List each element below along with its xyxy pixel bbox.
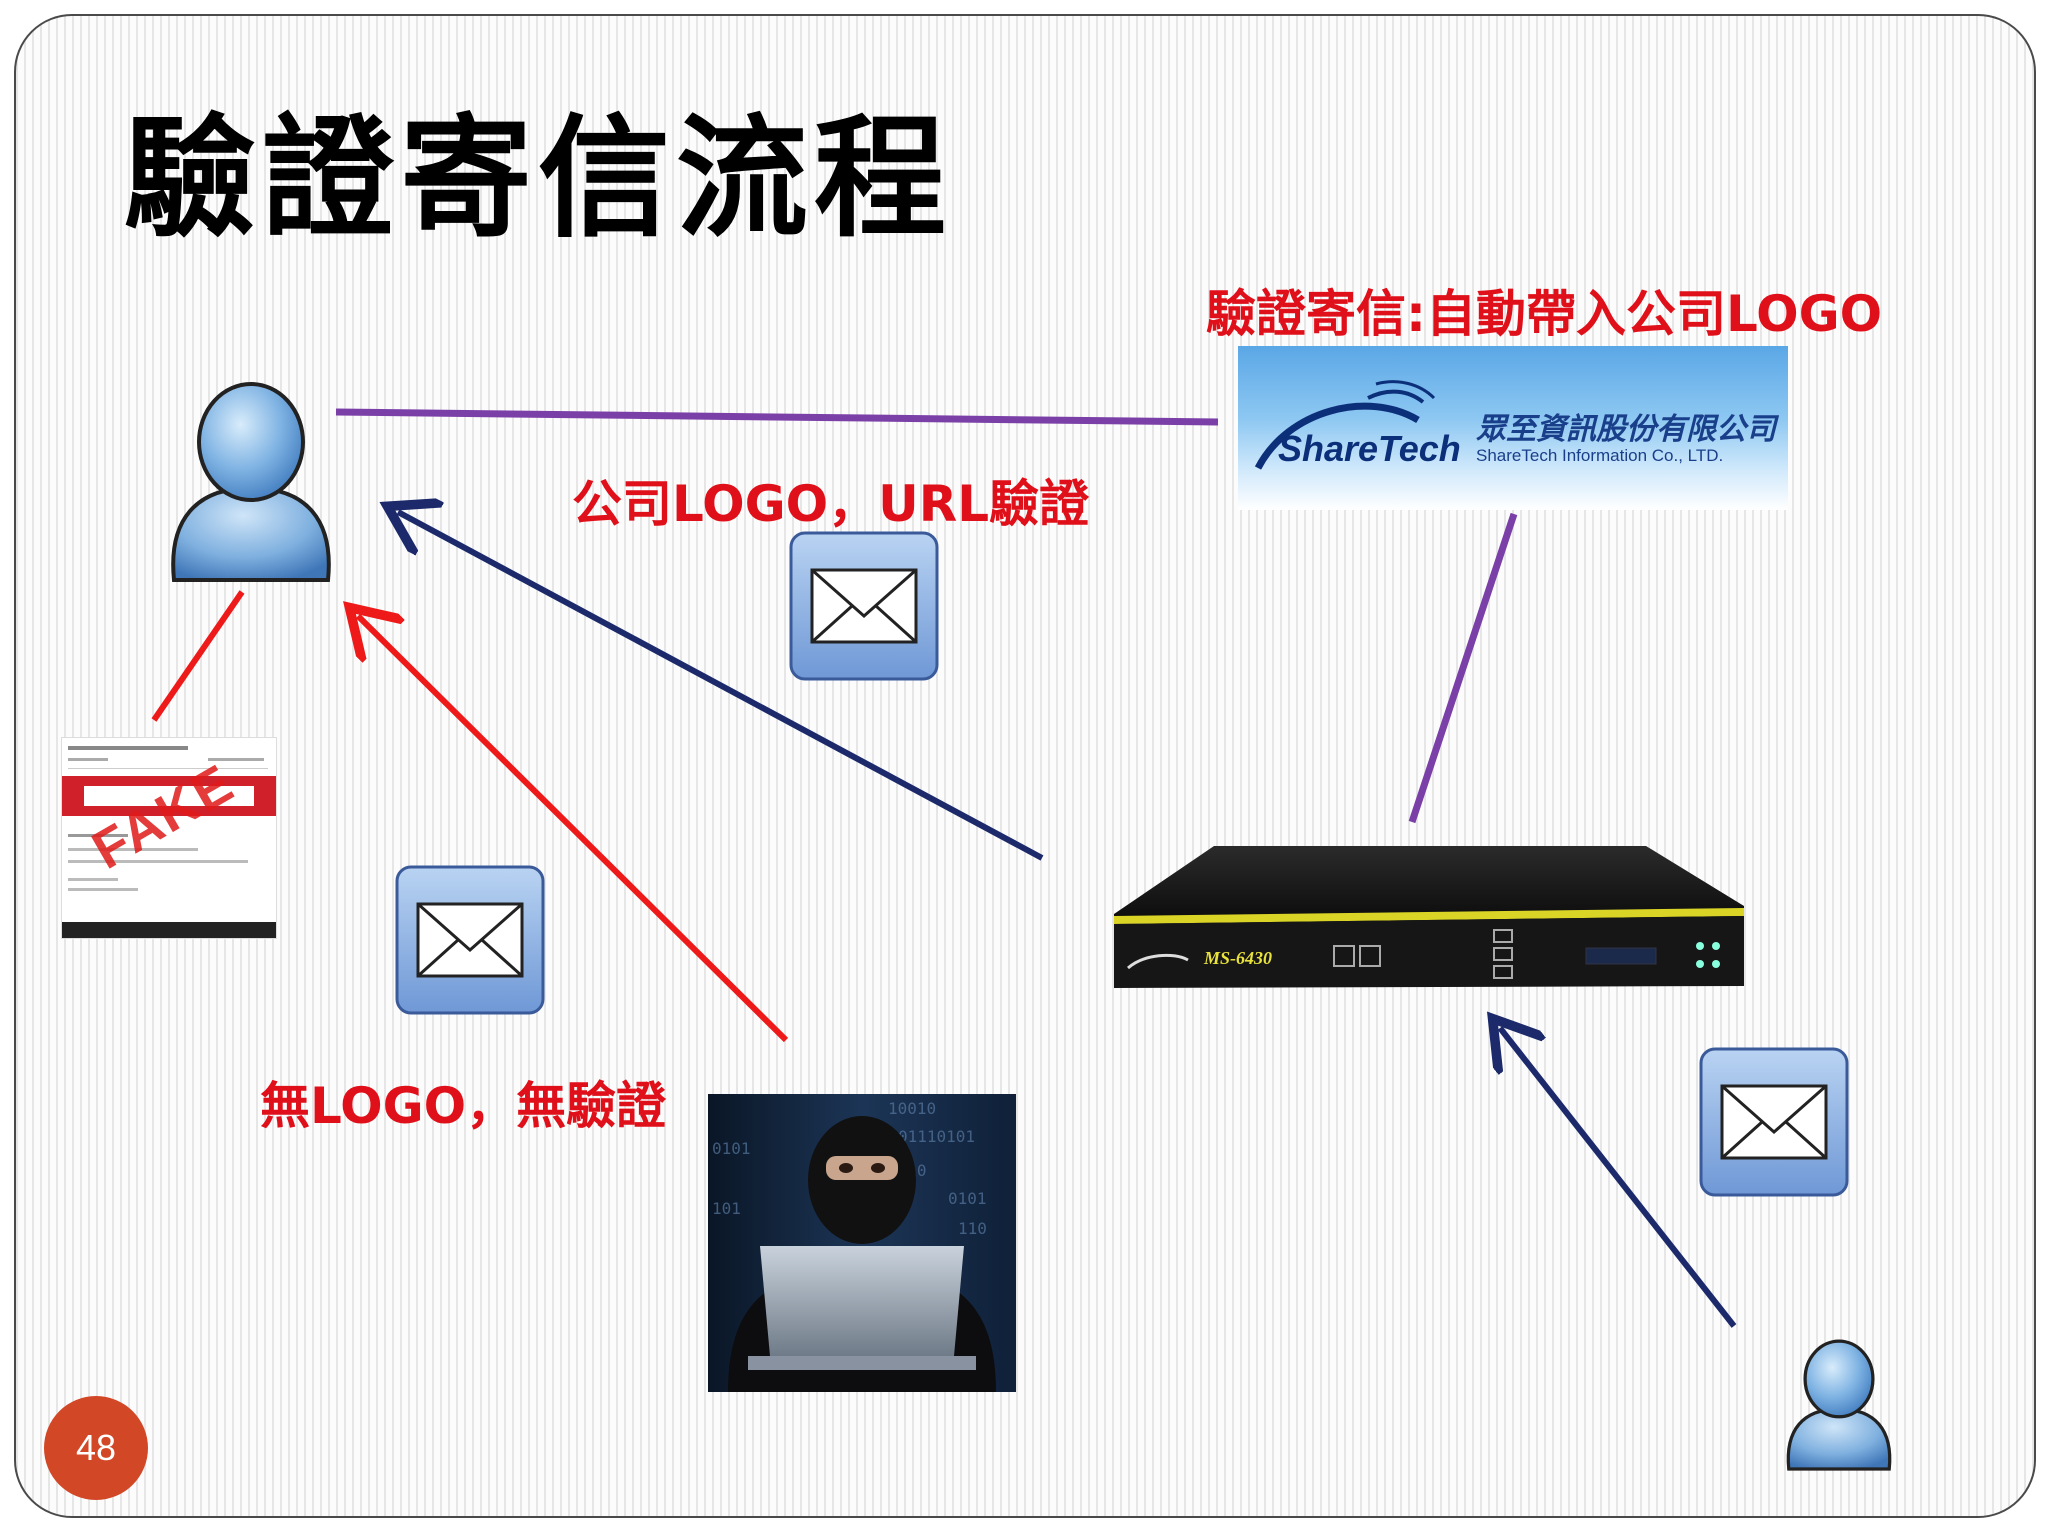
user-icon [1786, 1339, 1892, 1471]
purple-line-logo-device [1408, 512, 1518, 824]
device-model-label: MS-6430 [1204, 948, 1273, 968]
sharetech-logo: ShareTech 眾至資訊股份有限公司 ShareTech Informati… [1238, 346, 1788, 510]
sharetech-brand: ShareTech [1278, 428, 1461, 469]
svg-text:110: 110 [958, 1219, 987, 1238]
svg-text:101: 101 [712, 1199, 741, 1218]
purple-line-user-logo [335, 408, 1219, 426]
sharetech-swoosh-icon [1254, 380, 1436, 470]
svg-text:0101: 0101 [948, 1189, 987, 1208]
envelope-icon [395, 865, 545, 1015]
label-no-logo: 無LOGO，無驗證 [260, 1077, 667, 1135]
label-company-logo-url: 公司LOGO，URL驗證 [572, 475, 1090, 533]
svg-text:01110101: 01110101 [898, 1127, 975, 1146]
navy-arrow-sender-device [1500, 1028, 1737, 1328]
fake-page-body-lines [68, 834, 248, 891]
slide-title: 驗證寄信流程 [124, 102, 952, 256]
user-icon [171, 382, 331, 582]
hacker-image: 10010 01110101 1010 0101 110 0101 101 [708, 1094, 1016, 1392]
red-line-user-fake [151, 590, 245, 722]
slide: 驗證寄信流程 [14, 14, 2036, 1518]
fake-webpage-image: FAKE [62, 738, 276, 938]
red-arrow-hacker-user [358, 616, 789, 1043]
company-english-name: ShareTech Information Co., LTD. [1476, 446, 1724, 465]
hacker-illustration: 10010 01110101 1010 0101 110 0101 101 [708, 1094, 1016, 1392]
label-verify-auto-logo: 驗證寄信:自動帶入公司LOGO [1206, 285, 1883, 343]
mail-gateway-device: MS-6430 [1104, 836, 1748, 994]
fake-page-footer [62, 922, 276, 938]
fake-page-header-lines [68, 746, 268, 769]
connector-lines [151, 408, 1737, 1328]
svg-text:10010: 10010 [888, 1099, 936, 1118]
svg-text:0101: 0101 [712, 1139, 751, 1158]
fake-red-banner [62, 776, 276, 816]
page-number-badge: 48 [44, 1396, 148, 1500]
envelope-icon [789, 531, 939, 681]
envelope-icon [1699, 1047, 1849, 1197]
device-illustration [1114, 846, 1744, 988]
company-chinese-name: 眾至資訊股份有限公司 [1476, 412, 1776, 447]
navy-arrow-device-user [398, 512, 1044, 861]
